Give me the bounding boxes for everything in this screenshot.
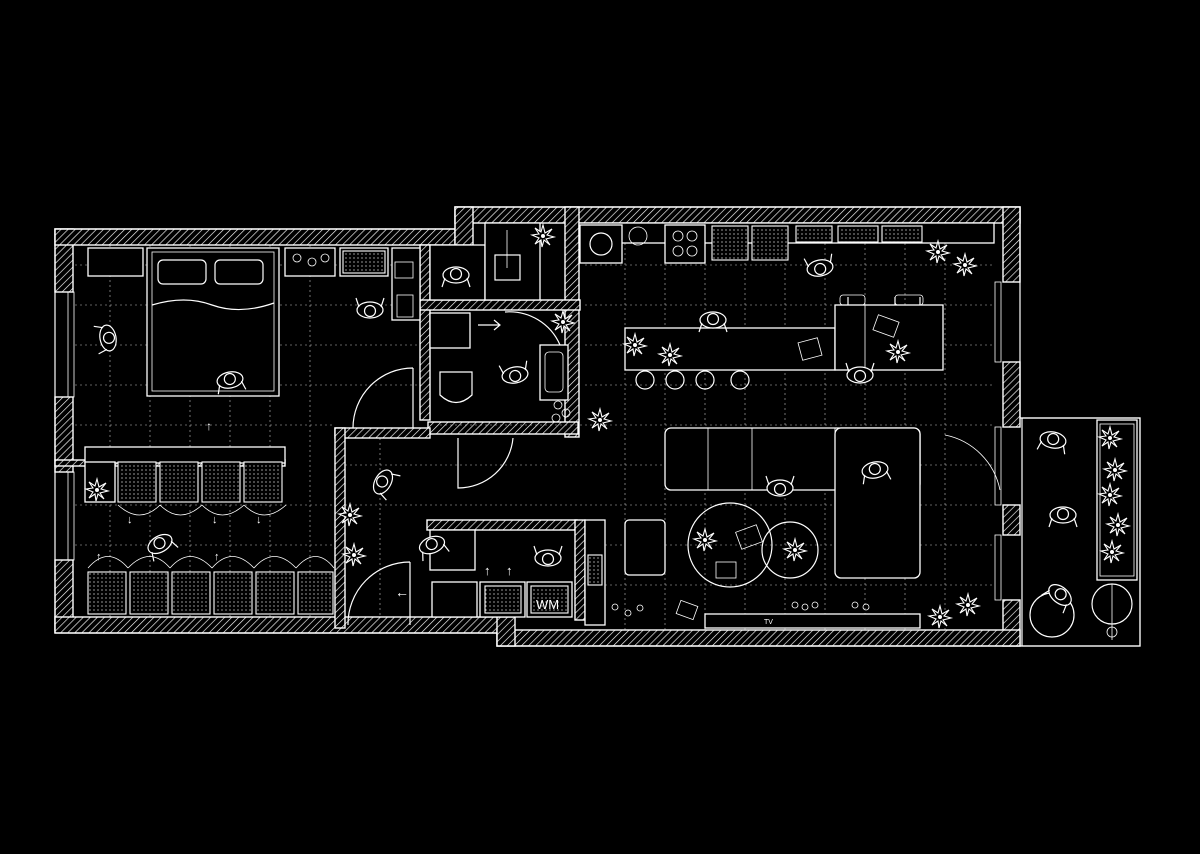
outline	[54, 206, 1141, 647]
svg-text:↑: ↑	[506, 563, 513, 578]
svg-text:←: ←	[395, 584, 409, 600]
living-room: TV	[611, 427, 1001, 629]
svg-text:↑: ↑	[96, 551, 102, 563]
kitchen	[578, 222, 995, 390]
washing-machine-label: WM	[536, 597, 559, 612]
windows	[67, 281, 1002, 601]
toilet-icon	[439, 371, 473, 404]
door-swing-icon	[352, 367, 414, 429]
coffee-table[interactable]	[687, 502, 773, 588]
bathroom	[429, 222, 571, 423]
svg-text:↓: ↓	[212, 514, 218, 526]
svg-text:↑: ↑	[484, 563, 491, 578]
walls	[54, 206, 1141, 647]
svg-text:↑: ↑	[206, 419, 212, 433]
svg-text:↓: ↓	[256, 514, 262, 526]
door-swing-icon	[944, 434, 1001, 491]
hallway: ← WM ↑ ↑	[347, 437, 606, 626]
kitchen-island[interactable]	[624, 327, 836, 371]
svg-text:↑: ↑	[214, 551, 220, 563]
double-bed[interactable]	[146, 247, 280, 397]
tv-label: TV	[764, 619, 773, 626]
svg-text:↓: ↓	[127, 514, 133, 526]
door-swing-icon	[457, 437, 514, 489]
door-swing-icon	[347, 561, 411, 626]
